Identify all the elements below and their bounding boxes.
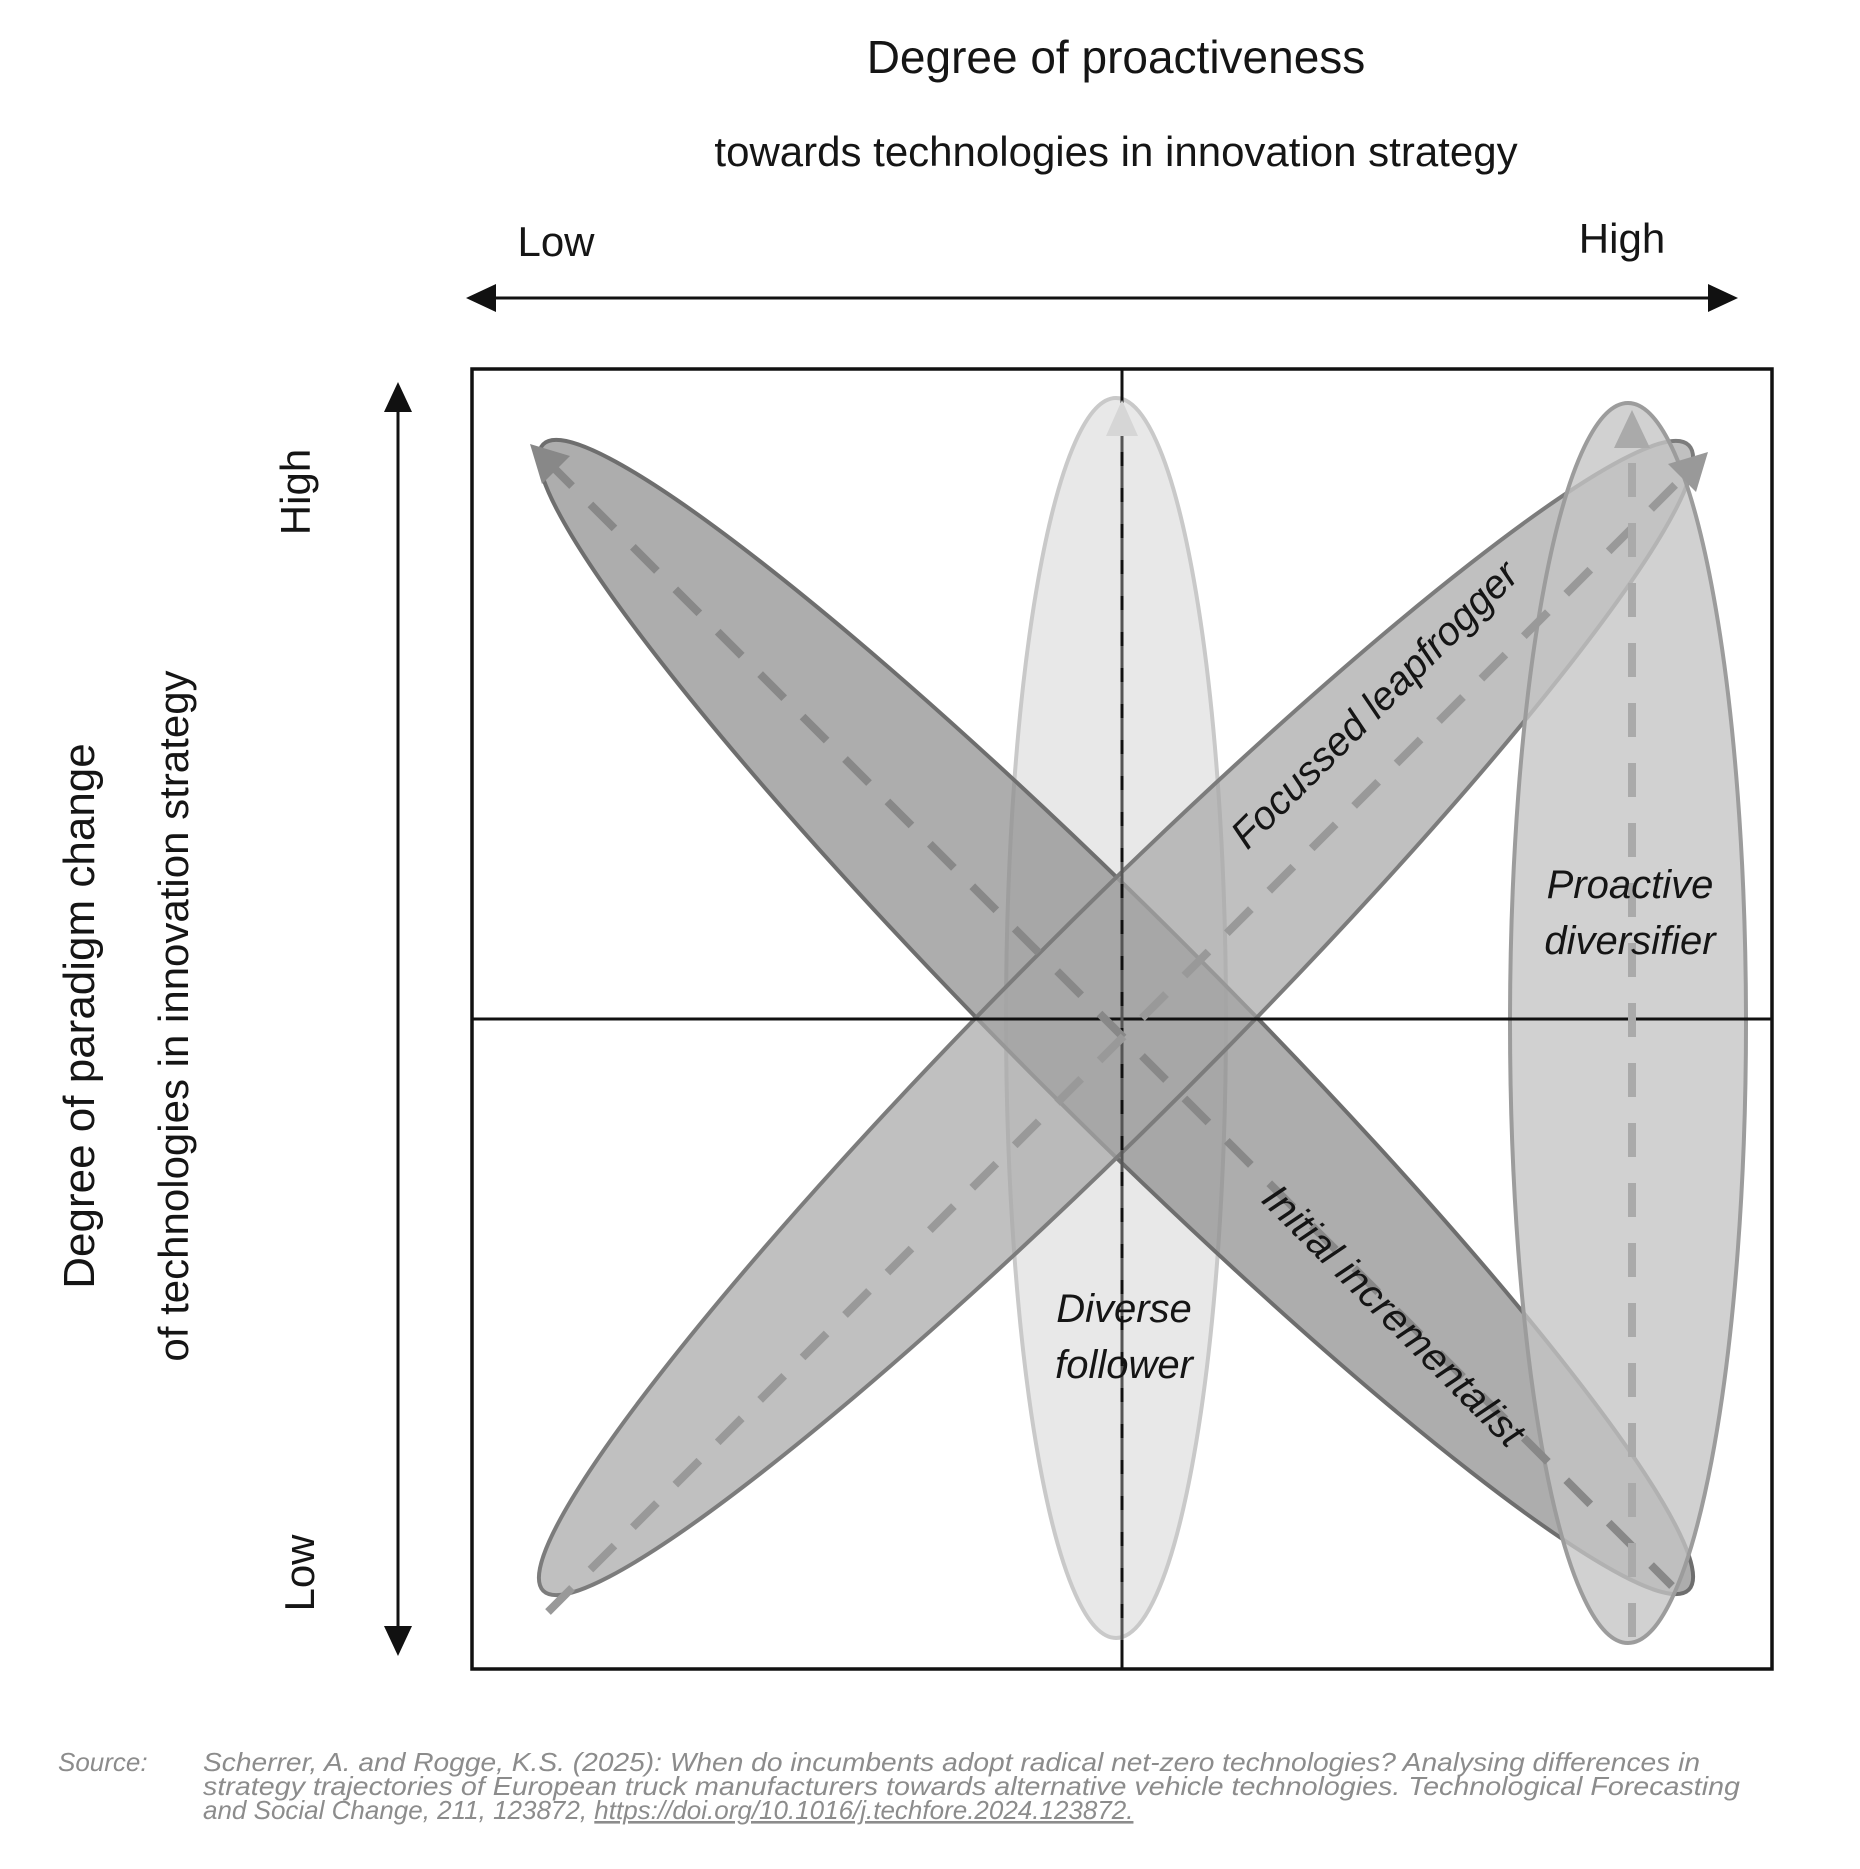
x-axis-high-label: High [1579,215,1665,262]
source-line-1: Scherrer, A. and Rogge, K.S. (2025): Whe… [203,1747,1700,1777]
source-label: Source: [58,1747,148,1777]
source-doi-link[interactable]: https://doi.org/10.1016/j.techfore.2024.… [594,1795,1133,1825]
proactive-diversifier-trajectory [1614,410,1650,1637]
y-axis-arrow [384,382,412,1656]
y-axis-subtitle: of technologies in innovation strategy [150,670,197,1361]
source-line-3-text: and Social Change, 211, 123872, [203,1795,594,1825]
y-axis-low-label: Low [276,1534,323,1612]
y-axis-title: Degree of paradigm change [55,743,104,1288]
x-axis-arrow [466,284,1738,312]
proactive-diversifier-label-line2: diversifier [1544,919,1717,963]
source-line-2: strategy trajectories of European truck … [203,1771,1741,1801]
y-axis-high-label: High [272,449,319,535]
source-line-3: and Social Change, 211, 123872, https://… [203,1795,1133,1825]
diverse-follower-trajectory [1106,400,1138,1640]
x-axis-low-label: Low [517,218,595,265]
diverse-follower-label-line1: Diverse [1056,1287,1192,1331]
proactive-diversifier-label-line1: Proactive [1547,863,1714,907]
x-axis-subtitle: towards technologies in innovation strat… [714,128,1517,175]
initial-incrementalist-trajectory [530,444,1675,1589]
x-axis-title: Degree of proactiveness [867,31,1366,83]
diverse-follower-label-line2: follower [1055,1343,1195,1387]
source-citation: Source: Scherrer, A. and Rogge, K.S. (20… [58,1747,1741,1825]
focussed-leapfrogger-trajectory [545,452,1708,1615]
